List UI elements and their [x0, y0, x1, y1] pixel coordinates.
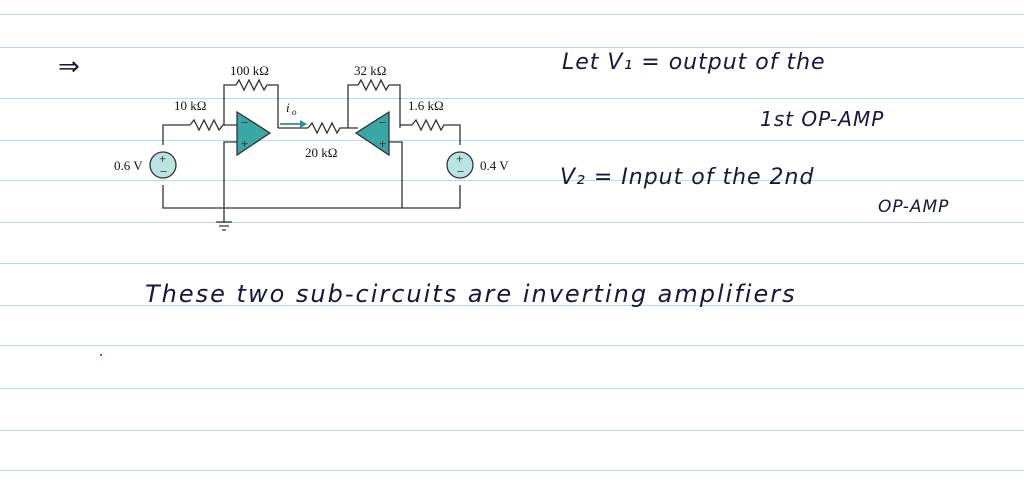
label-io-sub: o [292, 107, 297, 117]
ruled-line [0, 345, 1024, 346]
ruled-line [0, 98, 1024, 99]
source-0.6v [149, 151, 177, 179]
opamp2-minus: − [379, 115, 386, 130]
label-1.6k: 1.6 kΩ [408, 98, 444, 113]
label-0.4v: 0.4 V [480, 158, 509, 173]
src2-minus: − [457, 164, 464, 179]
opamp-1 [236, 110, 272, 157]
note-line-5: These two sub-circuits are inverting amp… [145, 280, 797, 308]
ruled-line [0, 263, 1024, 264]
label-100k: 100 kΩ [230, 63, 269, 78]
ruled-line [0, 305, 1024, 306]
note-line-4: OP-AMP [878, 197, 950, 217]
ruled-line [0, 140, 1024, 141]
opamp1-minus: − [241, 115, 248, 130]
opamp2-plus: + [379, 136, 386, 151]
opamp1-plus: + [241, 136, 248, 151]
implies-arrow: ⇒ [58, 52, 81, 82]
ruled-line [0, 470, 1024, 471]
circuit-diagram: − + − + + − + − 100 kΩ 10 kΩ 32 kΩ 1.6 k… [114, 63, 509, 231]
note-line-2: 1st OP-AMP [760, 107, 885, 131]
ruled-line [0, 222, 1024, 223]
label-10k: 10 kΩ [174, 98, 206, 113]
opamp-2 [354, 110, 390, 157]
note-line-3: V₂ = Input of the 2nd [560, 165, 815, 190]
label-20k: 20 kΩ [305, 145, 337, 160]
source-0.4v [446, 151, 474, 179]
src2-plus: + [456, 151, 463, 166]
ruled-line [0, 180, 1024, 181]
src1-plus: + [159, 151, 166, 166]
note-line-1: Let V₁ = output of the [562, 50, 826, 75]
label-0.6v: 0.6 V [114, 158, 143, 173]
ruled-line [0, 430, 1024, 431]
label-io: i [286, 100, 290, 115]
ruled-line [0, 47, 1024, 48]
ruled-line [0, 388, 1024, 389]
ruled-line [0, 14, 1024, 15]
red-dot [100, 354, 102, 356]
label-32k: 32 kΩ [354, 63, 386, 78]
src1-minus: − [160, 164, 167, 179]
